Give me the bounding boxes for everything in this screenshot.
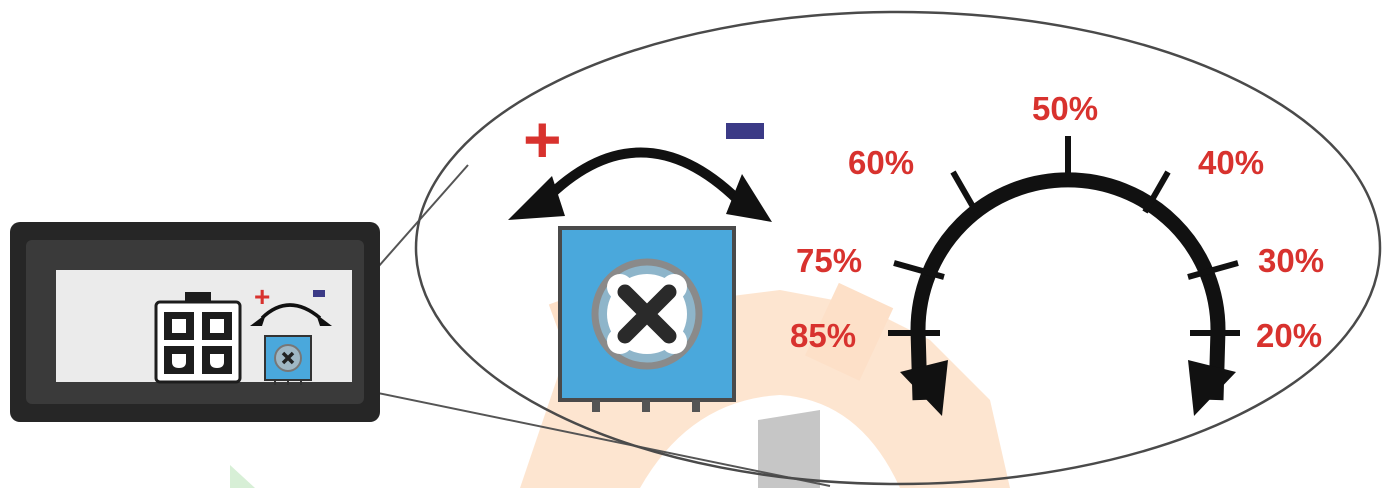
small-potentiometer bbox=[250, 303, 332, 385]
connector-icon bbox=[154, 292, 242, 384]
dial-label-75: 75% bbox=[796, 242, 862, 279]
dial-label-50: 50% bbox=[1032, 90, 1098, 127]
dial bbox=[888, 136, 1240, 416]
large-potentiometer bbox=[558, 226, 736, 412]
dial-label-85: 85% bbox=[790, 317, 856, 354]
dial-label-40: 40% bbox=[1198, 144, 1264, 181]
small-minus-sign bbox=[313, 290, 325, 297]
dial-ticks bbox=[888, 136, 1240, 336]
dial-label-20: 20% bbox=[1256, 317, 1322, 354]
dial-label-30: 30% bbox=[1258, 242, 1324, 279]
curved-arrow-icon bbox=[508, 147, 772, 222]
magnifier-ellipse bbox=[414, 10, 1382, 486]
dial-label-60: 60% bbox=[848, 144, 914, 181]
large-minus-sign bbox=[726, 123, 764, 139]
small-plus-sign: + bbox=[254, 281, 270, 312]
large-plus-sign: + bbox=[523, 102, 562, 176]
